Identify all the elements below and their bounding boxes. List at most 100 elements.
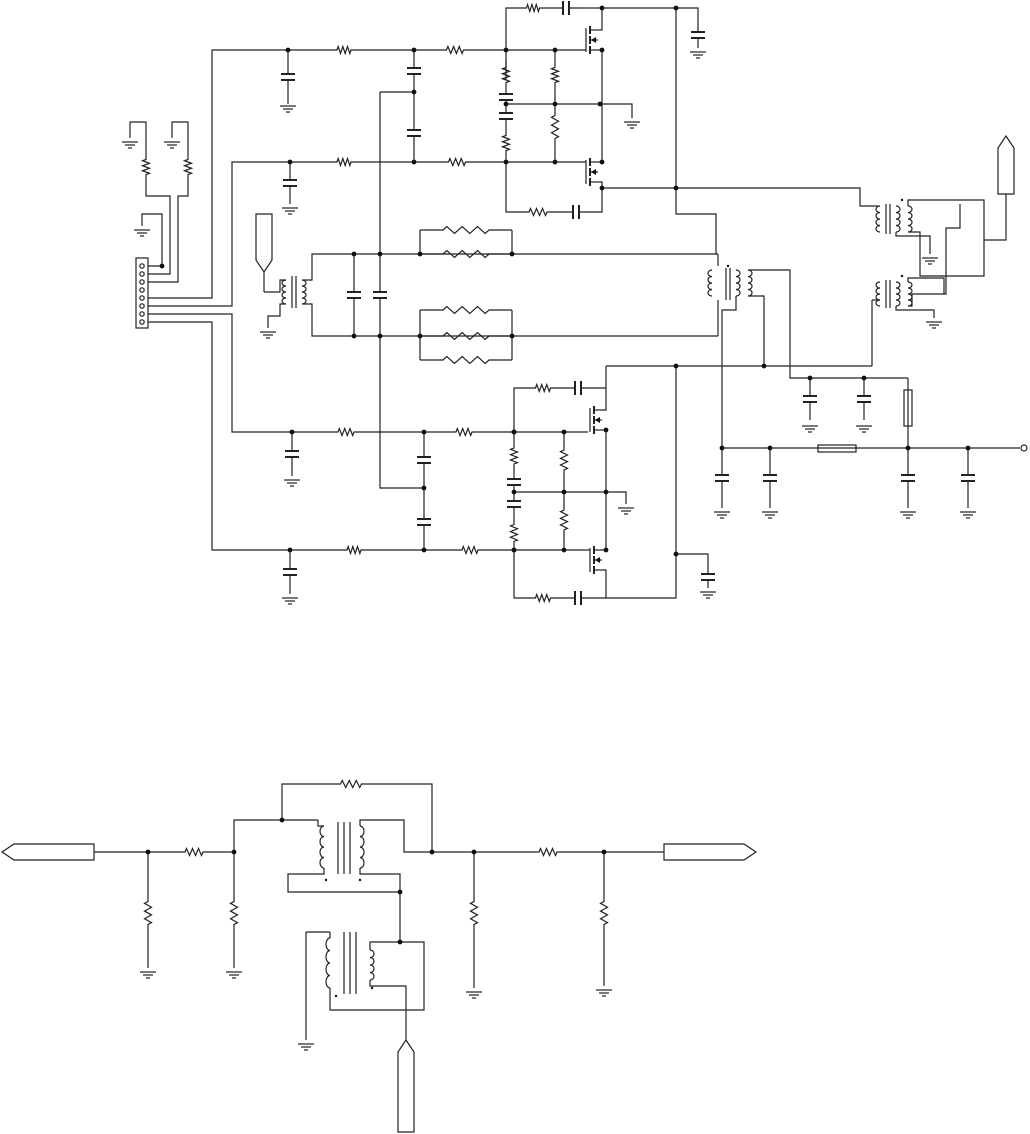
wire (602, 430, 606, 492)
capacitor-icon (558, 591, 598, 605)
junction-dot (510, 252, 515, 257)
junction-dot (604, 428, 609, 433)
resistor-icon (561, 440, 568, 480)
junction-dot (762, 364, 767, 369)
port-arrow-icon (398, 1040, 414, 1132)
junction-dot (422, 486, 427, 491)
wire (598, 182, 676, 188)
junction-dot (378, 252, 383, 257)
resistor-icon (471, 890, 478, 936)
coil (908, 206, 912, 232)
resistor-icon (330, 429, 362, 436)
polarity-dot (901, 275, 903, 277)
capacitor-icon (763, 448, 777, 508)
rf-output-terminal-icon (1021, 445, 1027, 451)
junction-dot (512, 548, 517, 553)
junction-dot (553, 102, 558, 107)
ground-icon (140, 972, 156, 978)
capacitor-icon (507, 472, 521, 492)
junction-dot (600, 186, 605, 191)
junction-dot (674, 364, 679, 369)
junction-dot (768, 446, 773, 451)
wire (268, 304, 286, 328)
resistor-icon (561, 500, 568, 540)
junction-dot (600, 160, 605, 165)
capacitor-icon (417, 432, 431, 488)
junction-dot (418, 252, 423, 257)
wire (172, 122, 188, 152)
wire (602, 388, 606, 410)
junction-dot (906, 446, 911, 451)
resistor-icon (145, 890, 152, 936)
wire (302, 304, 718, 336)
polarity-dot (371, 987, 373, 989)
capacitor-icon (507, 492, 521, 516)
wire (598, 366, 676, 598)
junction-dot (674, 186, 679, 191)
wire (282, 784, 330, 820)
port-arrow-icon (2, 844, 94, 860)
capacitor-icon (407, 50, 421, 92)
resistor-icon (440, 159, 474, 166)
ground-icon (280, 106, 296, 112)
junction-dot (160, 264, 165, 269)
junction-dot (352, 334, 357, 339)
wire (676, 8, 716, 254)
ground-icon (960, 512, 976, 518)
connector-icon (136, 258, 148, 328)
polarity-dot (335, 995, 337, 997)
wire (908, 294, 944, 306)
ground-icon (802, 426, 818, 432)
wire (598, 104, 602, 162)
wire (676, 188, 878, 206)
ground-icon (926, 322, 942, 328)
junctions (146, 6, 971, 945)
coil (876, 206, 880, 232)
wire (606, 492, 626, 504)
coil (320, 826, 324, 868)
ground-icon (466, 992, 482, 998)
resistor-icon (503, 128, 510, 158)
wire (1000, 194, 1006, 240)
coil (736, 270, 740, 296)
junction-dot (412, 90, 417, 95)
junction-dot (412, 160, 417, 165)
ground-icon (700, 592, 716, 598)
wire (506, 8, 520, 50)
coil (896, 206, 900, 232)
junction-dot (512, 490, 517, 495)
junction-dot (288, 160, 293, 165)
resistor-icon (330, 159, 358, 166)
capacitor-icon (417, 506, 431, 538)
junction-dot (378, 334, 383, 339)
ground-icon (690, 52, 706, 58)
junction-dot (602, 850, 607, 855)
capacitor-icon (715, 448, 729, 508)
junction-dot (280, 818, 285, 823)
wire (360, 868, 400, 892)
resistor-icon (528, 385, 558, 392)
ground-icon (226, 972, 242, 978)
ground-icon (134, 230, 150, 236)
wire (148, 314, 330, 432)
wire (514, 550, 528, 598)
ground-icon (618, 508, 634, 514)
resistor-icon (340, 547, 368, 554)
resistor-icon (552, 60, 559, 90)
port-arrow-icon (664, 844, 756, 860)
port-arrow-icon (998, 136, 1014, 194)
wire (146, 182, 170, 274)
junction-dot (504, 102, 509, 107)
wire (602, 492, 606, 550)
capacitor-icon (281, 50, 295, 104)
wire (514, 388, 528, 432)
capacitor-icon (691, 22, 705, 48)
junction-dot (553, 160, 558, 165)
junction-dot (418, 334, 423, 339)
coil (896, 282, 900, 306)
wire (602, 570, 606, 598)
wire (748, 296, 764, 366)
junction-dot (562, 430, 567, 435)
coil (370, 950, 374, 980)
